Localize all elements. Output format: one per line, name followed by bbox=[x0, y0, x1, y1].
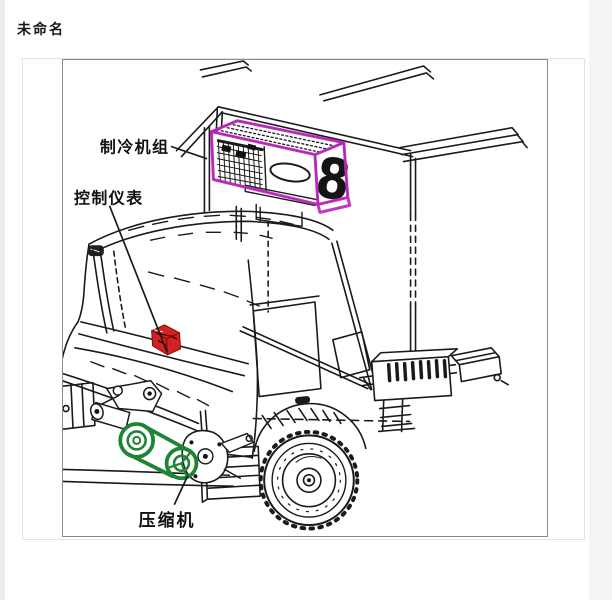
label-control-instrument: 控制仪表 bbox=[74, 188, 144, 207]
figure-frame: 8 bbox=[62, 59, 548, 537]
label-compressor: 压缩机 bbox=[139, 510, 196, 530]
leader-control-instrument bbox=[108, 205, 168, 352]
front-wheel bbox=[258, 429, 360, 531]
page-edge-right bbox=[589, 0, 612, 600]
content-panel: 8 bbox=[22, 58, 585, 540]
leader-lines bbox=[108, 145, 208, 505]
truck-illustration: 8 bbox=[63, 60, 528, 531]
refrigeration-unit-highlight bbox=[209, 119, 352, 214]
wheel-arch bbox=[253, 402, 367, 453]
compressor-highlight bbox=[118, 422, 199, 481]
door-handle bbox=[295, 396, 311, 404]
leader-compressor bbox=[173, 475, 189, 505]
leader-refrigeration-unit bbox=[170, 145, 208, 160]
cargo-box-lines bbox=[175, 60, 528, 362]
cab-drawing bbox=[63, 210, 378, 503]
page-title: 未命名 bbox=[17, 21, 65, 37]
page-edge-left bbox=[0, 0, 5, 600]
chassis-drawing bbox=[252, 346, 509, 433]
label-refrigeration-unit: 制冷机组 bbox=[100, 138, 170, 157]
